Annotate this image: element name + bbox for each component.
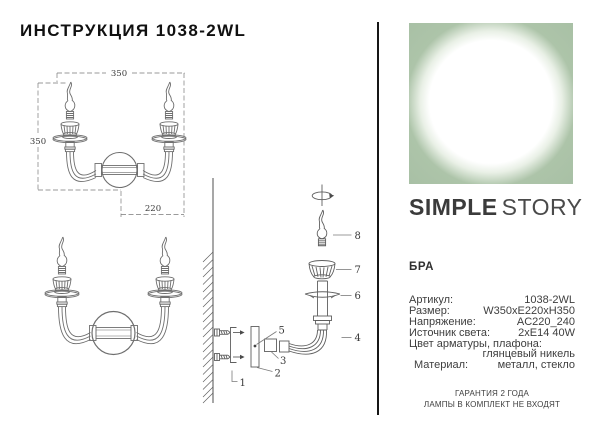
spec-value: металл, стекло (497, 359, 575, 372)
spec-value: 1038-2WL (524, 294, 575, 306)
spec-label: Цвет арматуры, плафона: (409, 337, 542, 350)
spec-row-article: Артикул: 1038-2WL (409, 295, 575, 306)
spec-label: Источник света: (409, 326, 491, 339)
spec-value: глянцевый никель (482, 348, 575, 361)
part-label-4: 4 (355, 333, 361, 344)
spec-value: W350xE220xH350 (483, 304, 575, 317)
spec-value: 2xE14 40W (518, 326, 575, 339)
brand-name-light: STORY (501, 194, 583, 220)
part-label-8: 8 (355, 231, 361, 242)
brand-name-bold: SIMPLE (409, 194, 498, 220)
dim-width-label: 350 (111, 69, 127, 79)
technical-drawings: 350 350 220 (30, 69, 361, 404)
spec-table: Артикул: 1038-2WL Размер: W350xE220xH350… (409, 295, 575, 371)
warranty-note: ГАРАНТИЯ 2 ГОДА ЛАМПЫ В КОМПЛЕКТ НЕ ВХОД… (409, 389, 575, 410)
sconce-front-view (44, 236, 183, 356)
exploded-view: 8 7 6 4 5 3 2 1 (202, 178, 361, 404)
spec-label: Артикул: (409, 294, 454, 306)
dim-height-label: 350 (30, 137, 46, 147)
spec-label: Размер: (409, 304, 450, 317)
spec-value: AC220_240 (516, 315, 575, 328)
product-category: БРА (409, 261, 435, 273)
spec-row-color-value: глянцевый никель (409, 349, 575, 360)
warranty-line-2: ЛАМПЫ В КОМПЛЕКТ НЕ ВХОДЯТ (423, 399, 561, 409)
spec-row-color-label: Цвет арматуры, плафона: (409, 337, 575, 350)
part-label-2: 2 (275, 369, 281, 380)
part-label-7: 7 (355, 265, 361, 276)
dimension-lines (37, 72, 185, 217)
part-label-6: 6 (355, 291, 361, 302)
divider-line (377, 22, 379, 415)
brand-logo (409, 23, 573, 184)
spec-row-light-source: Источник света: 2xE14 40W (409, 326, 575, 339)
spec-row-material: Материал: металл, стекло (409, 360, 575, 371)
dim-depth-label: 220 (145, 204, 161, 214)
part-label-3: 3 (280, 356, 286, 367)
spec-label: Напряжение: (409, 315, 476, 328)
spec-row-voltage: Напряжение: AC220_240 (409, 315, 575, 328)
page-title: ИНСТРУКЦИЯ 1038-2WL (20, 21, 247, 40)
spec-label: Материал: (414, 359, 469, 372)
sconce-dimension-view: 350 350 220 (30, 69, 187, 217)
warranty-line-1: ГАРАНТИЯ 2 ГОДА (454, 389, 530, 398)
part-label-1: 1 (240, 378, 246, 389)
spec-row-size: Размер: W350xE220xH350 (409, 304, 575, 317)
part-label-5: 5 (279, 326, 285, 337)
